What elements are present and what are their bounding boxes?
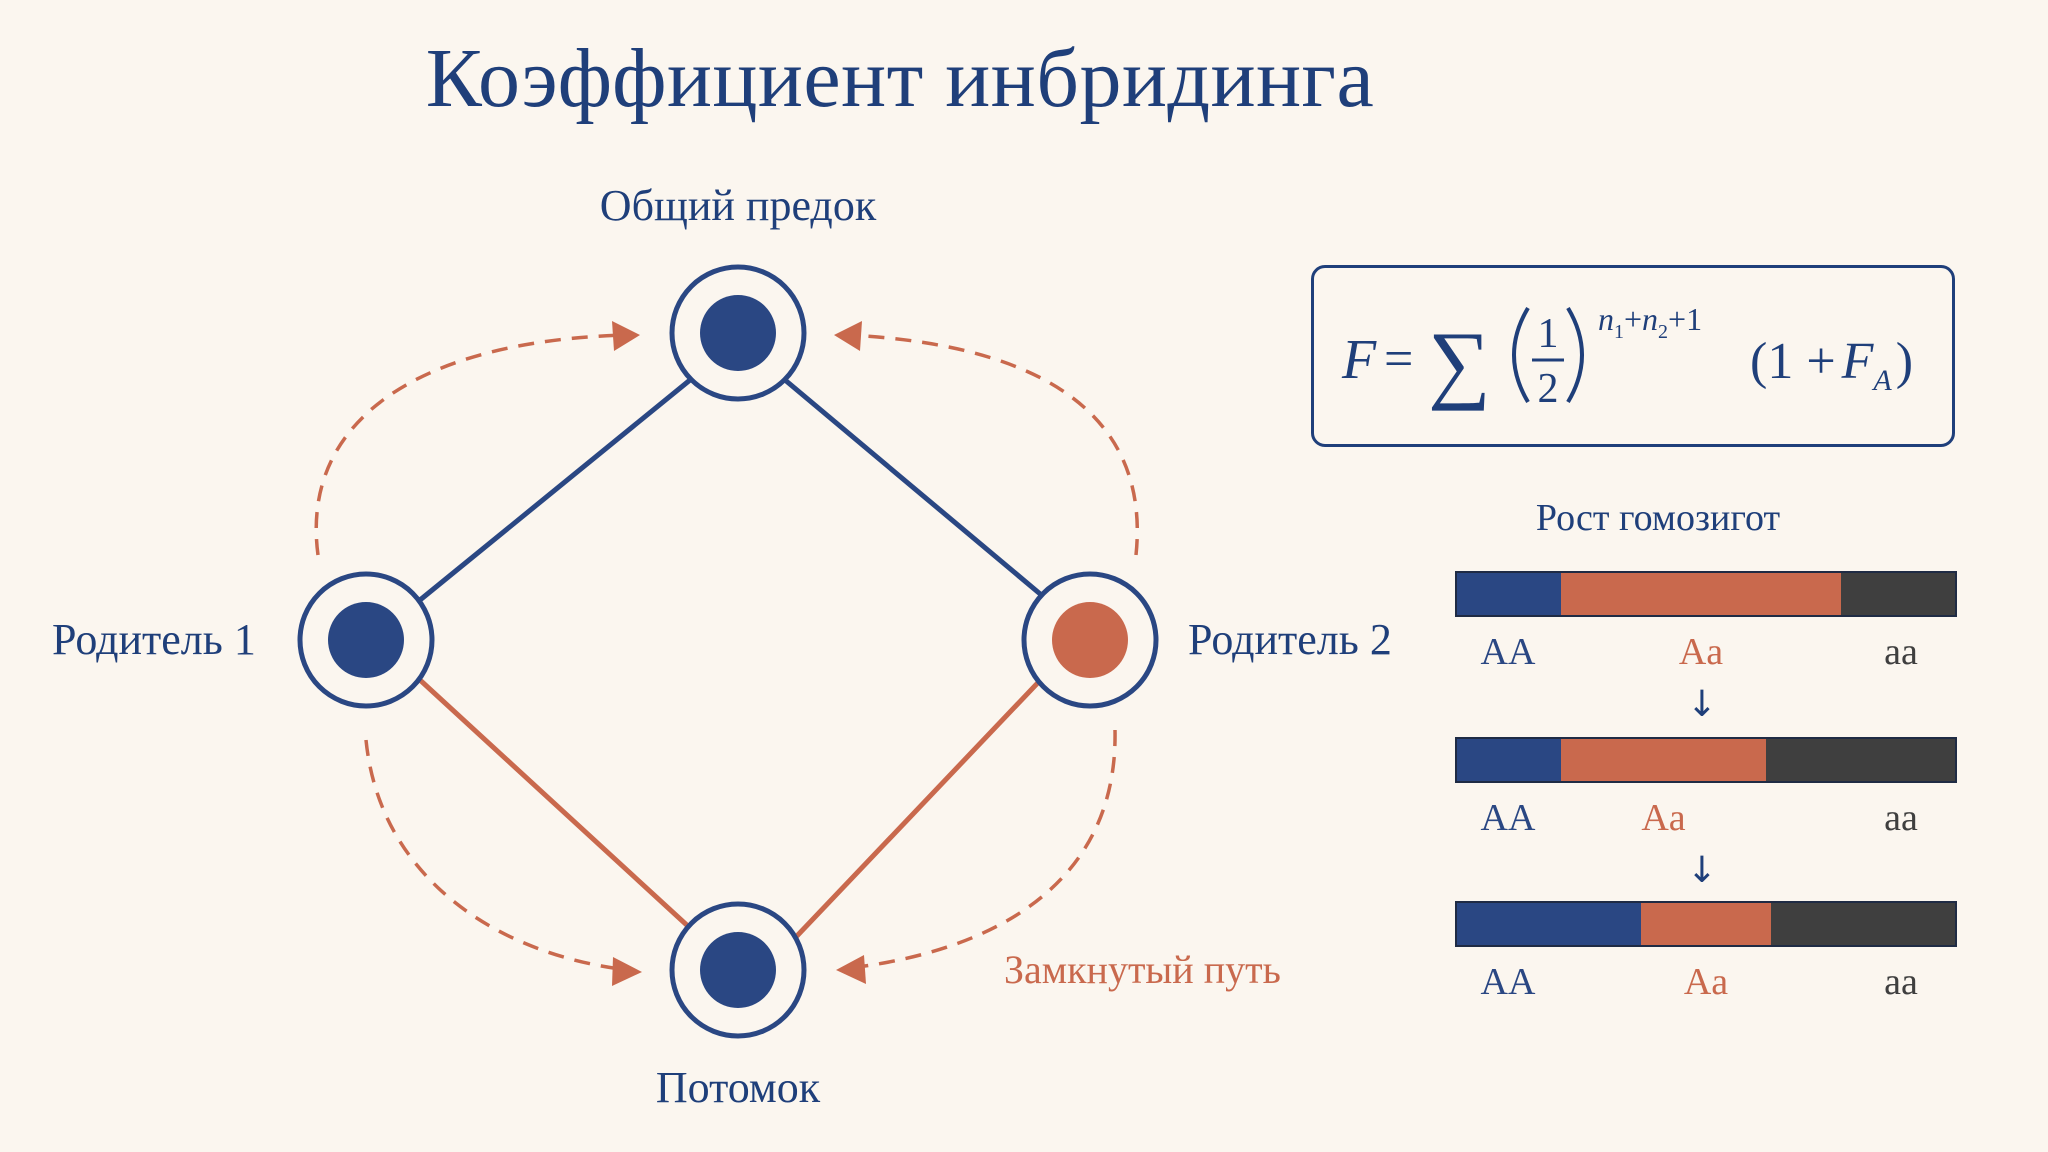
exp-n1-sub: 1 [1614,321,1624,343]
loop-arrow-top-left [314,333,629,556]
tail-open: (1 + [1750,333,1836,390]
segment-AA [1456,902,1641,946]
formula-tail: (1 +FA) [1750,333,1913,397]
loop-arrow-top-right [847,333,1139,556]
exp-plus1: + [1624,301,1642,337]
formula-eq: = [1384,331,1413,388]
label-offspring: Потомок [656,1063,821,1112]
segment-aa [1841,572,1956,616]
edge-parent1-offspring [418,678,692,930]
tail-F: F [1841,333,1875,390]
bar-outline [1455,571,1957,617]
segment-Aa [1641,902,1771,946]
formula-paren-right [1566,306,1584,404]
loop-arrowhead-bottom-right [836,955,866,984]
formula-sum: ∑ [1428,315,1491,412]
segment-aa [1766,738,1956,782]
label-parent1: Родитель 1 [52,615,256,664]
segment-AA [1456,738,1561,782]
formula-numerator: 1 [1538,311,1559,357]
formula-exponent: n1+n2+1 [1598,301,1702,343]
label-ancestor: Общий предок [600,181,877,230]
node-parent2 [1021,571,1159,709]
down-arrow-icon: ↓ [1687,684,1717,725]
down-arrow-icon: ↓ [1687,850,1717,891]
label-loop: Замкнутый путь [1004,947,1281,992]
exp-n2: n [1642,301,1658,337]
homozygote-title: Рост гомозигот [1536,497,1781,539]
exp-n1: n [1598,301,1614,337]
loop-arrow-bottom-right [849,729,1117,970]
label-Aa: Aa [1679,631,1723,673]
segment-aa [1771,902,1956,946]
loop-arrowhead-bottom-left [612,957,642,986]
loop-arrowhead-top-left [612,321,640,351]
label-Aa: Aa [1641,797,1685,839]
label-AA: AA [1481,631,1536,673]
genotype-bar: AA Aa aa ↓ [1455,571,1957,725]
node-offspring [669,901,807,1039]
exp-n2-sub: 2 [1658,321,1668,343]
genotype-bar: AA Aa aa [1455,901,1957,1003]
loop-arrow-bottom-left [364,739,629,972]
genotype-bar: AA Aa aa ↓ [1455,737,1957,891]
tail-close: ) [1896,333,1913,390]
formula-box [1311,265,1955,447]
bar-outline [1455,901,1957,947]
node-ancestor [669,264,807,402]
exp-plus2: +1 [1668,301,1702,337]
loop-arrowhead-top-right [834,321,862,351]
formula-lhs: F [1341,329,1377,391]
page-title: Коэффициент инбридинга [425,32,1375,125]
label-parent2: Родитель 2 [1188,615,1392,664]
tail-sub: A [1871,364,1892,397]
formula-denominator: 2 [1538,366,1559,412]
edge-ancestor-parent1 [418,378,692,602]
node-parent1 [297,571,435,709]
homozygote-bars: AA Aa aa ↓ AA Aa aa ↓ AA Aa aa [1455,571,1957,1003]
label-AA: AA [1481,961,1536,1003]
label-AA: AA [1481,797,1536,839]
segment-Aa [1561,738,1766,782]
segment-Aa [1561,572,1841,616]
label-aa: aa [1884,797,1918,839]
label-aa: aa [1884,631,1918,673]
edge-parent2-offspring [793,668,1052,940]
label-aa: aa [1884,961,1918,1003]
segment-AA [1456,572,1561,616]
formula: F = ∑ 1 2 n1+n2+1 (1 +FA) [1341,301,1913,412]
label-Aa: Aa [1684,961,1728,1003]
bar-outline [1455,737,1957,783]
edge-ancestor-parent2 [783,378,1047,600]
formula-paren-left [1512,306,1530,404]
